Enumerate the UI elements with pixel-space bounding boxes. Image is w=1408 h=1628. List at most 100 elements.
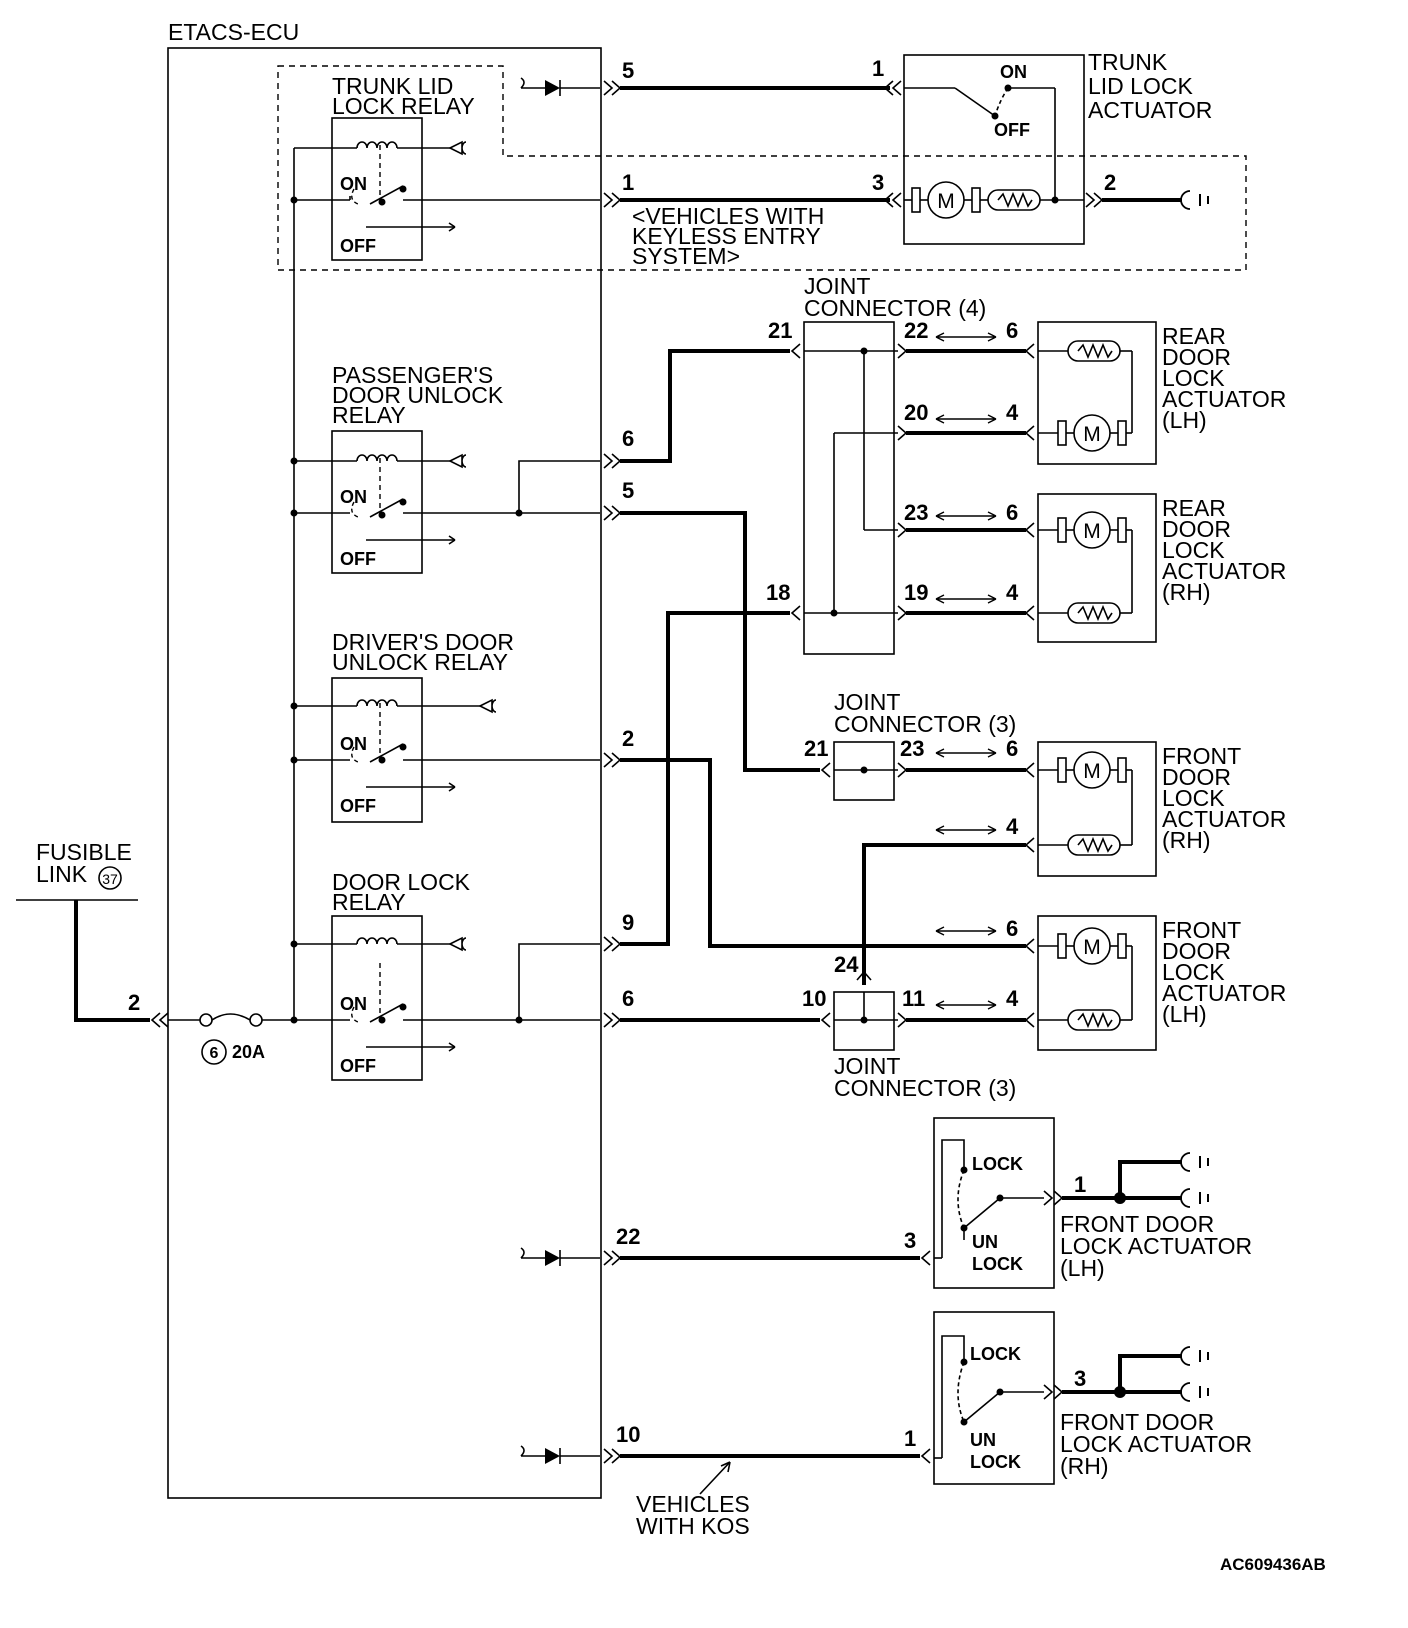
trunk-lid-lock-relay: ON OFF TRUNK LID LOCK RELAY xyxy=(294,73,475,261)
svg-text:RELAY: RELAY xyxy=(332,402,406,428)
svg-text:4: 4 xyxy=(1006,814,1019,839)
svg-text:5: 5 xyxy=(622,58,634,83)
svg-text:OFF: OFF xyxy=(340,1056,376,1076)
svg-text:(RH): (RH) xyxy=(1060,1453,1109,1479)
svg-text:FUSIBLE: FUSIBLE xyxy=(36,839,132,865)
ecu-box xyxy=(167,47,602,1499)
svg-text:PASSENGER'S: PASSENGER'S xyxy=(332,362,493,388)
svg-text:LID LOCK: LID LOCK xyxy=(1088,73,1193,99)
svg-text:OFF: OFF xyxy=(340,549,376,569)
svg-text:ON: ON xyxy=(340,487,367,507)
svg-text:11: 11 xyxy=(902,986,925,1011)
svg-text:ACTUATOR: ACTUATOR xyxy=(1162,386,1286,412)
svg-text:FRONT DOOR: FRONT DOOR xyxy=(1060,1211,1214,1237)
svg-text:<VEHICLES WITH: <VEHICLES WITH xyxy=(632,203,824,229)
svg-text:2: 2 xyxy=(128,990,140,1015)
svg-text:LOCK: LOCK xyxy=(972,1254,1023,1274)
joint-connector-3-b: JOINT CONNECTOR (3) xyxy=(833,991,1016,1101)
svg-text:ON: ON xyxy=(1000,62,1027,82)
svg-text:22: 22 xyxy=(616,1224,640,1249)
svg-text:5: 5 xyxy=(622,478,634,503)
svg-text:TRUNK LID: TRUNK LID xyxy=(332,73,453,99)
svg-text:LOCK: LOCK xyxy=(970,1452,1021,1472)
svg-text:21: 21 xyxy=(804,736,828,761)
svg-text:CONNECTOR (3): CONNECTOR (3) xyxy=(834,711,1016,737)
joint-connector-4: JOINT CONNECTOR (4) xyxy=(803,273,986,655)
svg-text:LOCK ACTUATOR: LOCK ACTUATOR xyxy=(1060,1233,1252,1259)
svg-text:ON: ON xyxy=(340,994,367,1014)
svg-text:OFF: OFF xyxy=(340,796,376,816)
svg-text:20A: 20A xyxy=(232,1042,265,1062)
svg-text:(LH): (LH) xyxy=(1060,1255,1105,1281)
svg-text:10: 10 xyxy=(802,986,826,1011)
svg-text:37: 37 xyxy=(102,871,118,887)
svg-text:6: 6 xyxy=(622,986,634,1011)
keyless-region xyxy=(277,65,1247,271)
driver-door-unlock-relay: ON OFF DRIVER'S DOOR UNLOCK RELAY xyxy=(294,629,514,823)
svg-text:4: 4 xyxy=(1006,986,1019,1011)
passenger-door-unlock-relay: ON OFF PASSENGER'S DOOR UNLOCK RELAY xyxy=(294,362,504,574)
svg-text:RELAY: RELAY xyxy=(332,889,406,915)
rear-door-lock-actuator-lh: REAR DOOR LOCK ACTUATOR (LH) xyxy=(1024,321,1286,465)
svg-text:ON: ON xyxy=(340,734,367,754)
svg-text:21: 21 xyxy=(768,318,792,343)
svg-text:3: 3 xyxy=(1074,1366,1086,1391)
svg-text:6: 6 xyxy=(210,1045,219,1062)
svg-text:JOINT: JOINT xyxy=(834,1053,900,1079)
svg-text:6: 6 xyxy=(1006,916,1018,941)
reference-code: AC609436AB xyxy=(1220,1555,1326,1574)
svg-text:6: 6 xyxy=(1006,500,1018,525)
svg-text:DOOR UNLOCK: DOOR UNLOCK xyxy=(332,382,504,408)
svg-text:REAR: REAR xyxy=(1162,495,1226,521)
svg-text:2: 2 xyxy=(622,726,634,751)
svg-text:REAR: REAR xyxy=(1162,323,1226,349)
svg-text:CONNECTOR (4): CONNECTOR (4) xyxy=(804,295,986,321)
svg-text:3: 3 xyxy=(872,170,884,195)
svg-text:VEHICLES: VEHICLES xyxy=(636,1491,750,1517)
svg-text:FRONT DOOR: FRONT DOOR xyxy=(1060,1409,1214,1435)
svg-text:1: 1 xyxy=(622,170,634,195)
svg-text:(RH): (RH) xyxy=(1162,579,1211,605)
svg-text:2: 2 xyxy=(1104,170,1116,195)
svg-text:UN: UN xyxy=(972,1232,998,1252)
svg-text:18: 18 xyxy=(766,580,790,605)
ecu-title: ETACS-ECU xyxy=(168,19,299,45)
svg-text:LOCK RELAY: LOCK RELAY xyxy=(332,93,475,119)
svg-text:22: 22 xyxy=(904,318,928,343)
svg-text:DOOR: DOOR xyxy=(1162,938,1231,964)
svg-text:LOCK: LOCK xyxy=(1162,537,1225,563)
fuse-20a: 6 20A xyxy=(168,1013,294,1065)
svg-text:19: 19 xyxy=(904,580,928,605)
svg-text:10: 10 xyxy=(616,1422,640,1447)
svg-text:4: 4 xyxy=(1006,580,1019,605)
svg-text:6: 6 xyxy=(622,426,634,451)
svg-text:23: 23 xyxy=(904,500,928,525)
svg-text:24: 24 xyxy=(834,952,859,977)
svg-text:LOCK: LOCK xyxy=(1162,785,1225,811)
svg-text:LOCK ACTUATOR: LOCK ACTUATOR xyxy=(1060,1431,1252,1457)
svg-text:(LH): (LH) xyxy=(1162,407,1207,433)
front-door-lock-actuator-rh: FRONT DOOR LOCK ACTUATOR (RH) xyxy=(1024,741,1286,877)
svg-text:CONNECTOR (3): CONNECTOR (3) xyxy=(834,1075,1016,1101)
svg-text:DOOR: DOOR xyxy=(1162,764,1231,790)
svg-text:3: 3 xyxy=(904,1228,916,1253)
fusible-link: FUSIBLE LINK 37 2 xyxy=(16,839,169,1028)
svg-text:UN: UN xyxy=(970,1430,996,1450)
pin-labels: 5 1 1 3 2 21 22 6 20 4 6 5 23 6 18 19 4 … xyxy=(616,56,1116,1451)
svg-text:KEYLESS ENTRY: KEYLESS ENTRY xyxy=(632,223,821,249)
svg-text:(LH): (LH) xyxy=(1162,1001,1207,1027)
svg-text:1: 1 xyxy=(1074,1172,1086,1197)
rear-door-lock-actuator-rh: REAR DOOR LOCK ACTUATOR (RH) xyxy=(1024,493,1286,643)
svg-text:20: 20 xyxy=(904,400,928,425)
svg-text:1: 1 xyxy=(872,56,884,81)
svg-text:SYSTEM>: SYSTEM> xyxy=(632,243,740,269)
svg-text:ACTUATOR: ACTUATOR xyxy=(1162,558,1286,584)
svg-text:TRUNK: TRUNK xyxy=(1088,49,1168,75)
svg-text:ACTUATOR: ACTUATOR xyxy=(1162,980,1286,1006)
front-door-lock-actuator-switch-rh: LOCK UN LOCK FRONT DOOR LOCK ACTUATOR (R… xyxy=(933,1311,1252,1485)
svg-text:OFF: OFF xyxy=(340,236,376,256)
svg-text:DOOR: DOOR xyxy=(1162,516,1231,542)
svg-text:WITH KOS: WITH KOS xyxy=(636,1513,750,1539)
svg-text:4: 4 xyxy=(1006,400,1019,425)
